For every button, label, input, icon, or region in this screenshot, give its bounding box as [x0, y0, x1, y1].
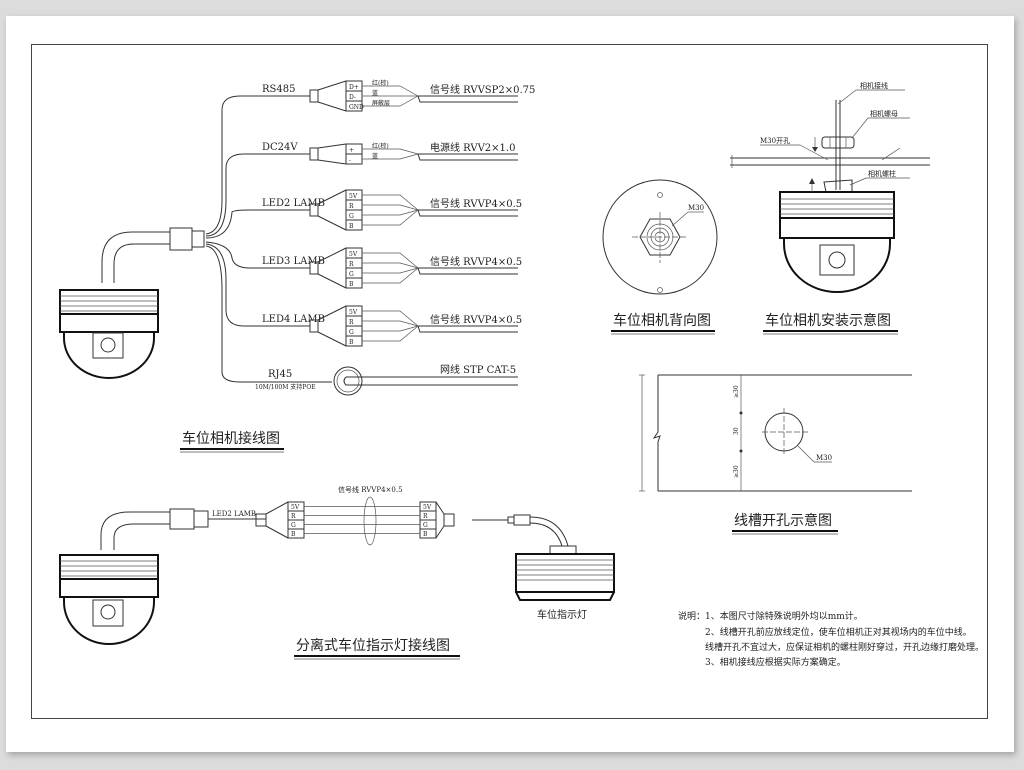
back-view-callout: M30	[688, 204, 704, 212]
callout-camera-stud: 相机螺柱	[868, 169, 896, 178]
dim-label-mid: 30	[733, 427, 740, 435]
pin-label: 5V	[291, 504, 300, 511]
indicator-lamp-label: 车位指示灯	[537, 608, 587, 621]
pin-label: G	[349, 213, 354, 220]
back-view-title: 车位相机背向图	[613, 312, 711, 329]
wiring-diagram-title: 车位相机接线图	[182, 430, 280, 447]
cable-label: 信号线 RVVP4×0.5	[430, 197, 522, 210]
pin-label: 5V	[423, 504, 432, 511]
pin-label: B	[423, 531, 428, 538]
pin-label: B	[291, 531, 296, 538]
trough-hole-view: ≥30 30 ≥30 M30 线槽开孔示意图	[639, 374, 912, 535]
pin-label: G	[349, 329, 354, 336]
pin-label: 5V	[349, 309, 358, 316]
port-label: LED4 LAMB	[262, 314, 325, 325]
wire-color-label: 红(棕)	[372, 79, 389, 87]
cable-line	[417, 325, 518, 333]
cable-label: 信号线 RVVP4×0.5	[430, 313, 522, 326]
dome-camera	[59, 289, 159, 379]
cable-line	[417, 267, 518, 275]
port-row: LED2 LAMB 5V RGB 信号线 RVVP4×0.5	[262, 189, 522, 231]
pin-label: R	[291, 513, 296, 520]
pin-label: GND	[349, 104, 364, 111]
pin-label: D-	[349, 94, 356, 101]
port-row: LED4 LAMB 5V RGB 信号线 RVVP4×0.5	[262, 305, 522, 347]
note-line-2: 2、线槽开孔前应放线定位，使车位相机正对其视场内的车位中线。	[705, 626, 972, 638]
rj45-cable-label: 网线 STP CAT-5	[440, 363, 516, 376]
wire-color-label: 红(棕)	[372, 142, 389, 150]
drawing-frame	[31, 44, 988, 719]
note-line-4: 3、相机接线应根据实际方案确定。	[705, 656, 846, 668]
dim-label-top: ≥30	[733, 385, 740, 398]
pin-label: R	[349, 261, 354, 268]
port-label: DC24V	[262, 142, 298, 153]
rj45-label: RJ45	[268, 369, 292, 380]
plug-icon	[443, 513, 455, 527]
pin-label: +	[349, 147, 354, 154]
plug-icon	[309, 89, 319, 103]
camera-install-view: 相机接线 相机螺母 M30开孔 相机螺柱 车位相机安装示意图	[730, 81, 930, 335]
wire-color-label: 蓝	[372, 89, 378, 97]
pin-label: R	[423, 513, 428, 520]
note-line-1: 说明：1、本图尺寸除特殊说明外均以mm计。	[678, 610, 863, 622]
note-line-3: 线槽开孔不宜过大，应保证相机的螺柱刚好穿过，开孔边缘打磨处理。	[705, 641, 984, 653]
cable-label: 信号线 RVVP4×0.5	[430, 255, 522, 268]
indicator-diagram-title: 分离式车位指示灯接线图	[296, 637, 450, 654]
callout-camera-nut: 相机螺母	[870, 109, 898, 118]
notes: 说明：1、本图尺寸除特殊说明外均以mm计。 2、线槽开孔前应放线定位，使车位相机…	[678, 610, 984, 668]
pin-label: B	[349, 281, 354, 288]
wire-color-label: 屏蔽层	[372, 99, 390, 107]
trough-view-title: 线槽开孔示意图	[734, 512, 832, 529]
pin-label: B	[349, 339, 354, 346]
pin-label: G	[291, 522, 296, 529]
pin-label: G	[423, 522, 428, 529]
plug-icon	[255, 513, 267, 527]
cable-label: 信号线 RVVSP2×0.75	[430, 83, 535, 96]
port-label: RS485	[262, 84, 295, 95]
port-row: LED3 LAMB 5V RGB 信号线 RVVP4×0.5	[262, 247, 522, 289]
pin-label: G	[349, 271, 354, 278]
pin-label: 5V	[349, 193, 358, 200]
cable-line	[417, 95, 518, 103]
pin-label: -	[349, 157, 351, 164]
junction-box	[169, 227, 193, 251]
plug-icon	[309, 319, 319, 333]
dim-label-bottom: ≥30	[733, 465, 740, 478]
callout-camera-wiring: 相机接线	[860, 81, 888, 90]
port-label: LED2 LAMB	[262, 198, 325, 209]
install-view-title: 车位相机安装示意图	[765, 312, 891, 329]
pin-label: B	[349, 223, 354, 230]
cable-line	[417, 209, 518, 217]
plug-icon	[309, 203, 319, 217]
port-label: LED3 LAMB	[262, 256, 325, 267]
plug-icon	[309, 147, 319, 161]
cable-line	[417, 153, 518, 161]
camera-back-view: M30 车位相机背向图	[602, 179, 718, 335]
camera-wiring-diagram: RS485 D+ 红(棕) D- 蓝 GND 屏蔽层 信号线 RVVSP2×0.75DC24V…	[59, 79, 535, 453]
cable-label: 电源线 RVV2×1.0	[430, 141, 515, 154]
pin-label: D+	[349, 84, 359, 91]
rj45-connector	[333, 366, 363, 396]
dome-camera	[59, 554, 159, 645]
wire-color-label: 蓝	[372, 152, 378, 160]
port-row: DC24V + 红(棕) - 蓝 电源线 RVV2×1.0	[262, 141, 518, 165]
rj45-sublabel: 10M/100M 支持POE	[255, 383, 316, 391]
plug-icon	[309, 261, 319, 275]
port-row: RS485 D+ 红(棕) D- 蓝 GND 屏蔽层 信号线 RVVSP2×0.75	[262, 79, 535, 112]
indicator-port-label: LED2 LAMB	[212, 510, 256, 518]
left-connector: 5V RGB	[255, 501, 305, 539]
pin-label: 5V	[349, 251, 358, 258]
pin-label: R	[349, 319, 354, 326]
callout-m30-hole: M30开孔	[760, 137, 790, 145]
pin-label: R	[349, 203, 354, 210]
trough-callout: M30	[816, 454, 832, 462]
right-connector: 5V RGB	[419, 501, 455, 539]
indicator-cable-label: 信号线 RVVP4×0.5	[338, 485, 403, 494]
